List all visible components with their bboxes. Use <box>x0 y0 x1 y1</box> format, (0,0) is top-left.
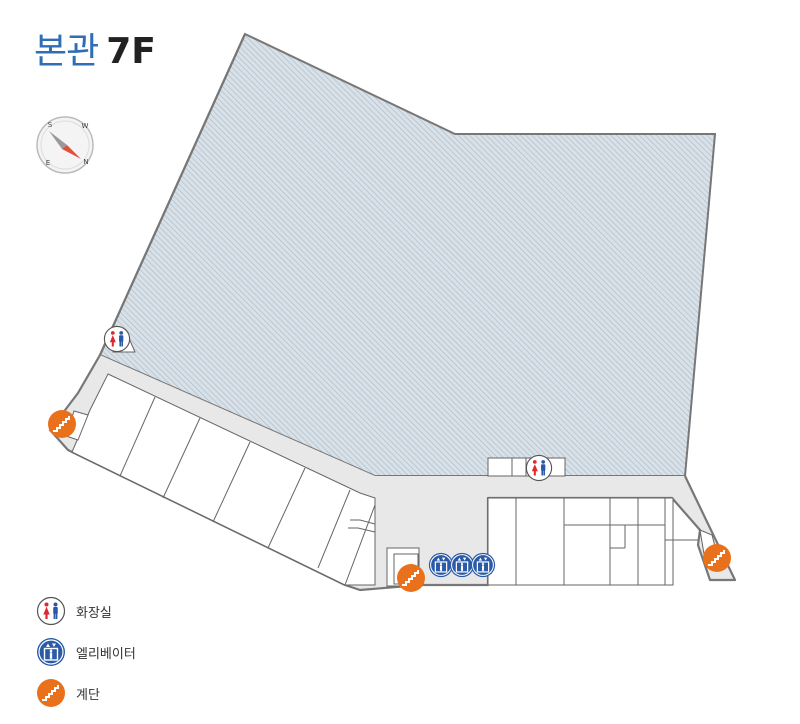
legend-item-elevator: 엘리베이터 <box>36 637 136 667</box>
elevator-marker-2[interactable] <box>449 552 475 578</box>
west-room-block <box>71 373 376 586</box>
restroom-icon <box>36 596 66 626</box>
stairs-marker-west[interactable] <box>47 409 77 439</box>
floor-number: 7F <box>106 31 156 72</box>
stairs-marker-center[interactable] <box>396 563 426 593</box>
compass-label-s: S <box>48 121 53 129</box>
elevator-marker-1[interactable] <box>428 552 454 578</box>
legend-label-stairs: 계단 <box>76 687 100 703</box>
east-room-block <box>487 497 698 586</box>
compass-label-e: E <box>46 159 50 167</box>
restroom-marker-center[interactable] <box>525 454 553 482</box>
legend-item-stairs: 계단 <box>36 678 136 708</box>
compass-label-w: W <box>82 122 89 130</box>
stairs-marker-east[interactable] <box>702 543 732 573</box>
restroom-marker-west[interactable] <box>103 325 131 353</box>
corridor <box>50 355 735 590</box>
legend-label-restroom: 화장실 <box>76 605 112 621</box>
compass-label-n: N <box>83 158 88 166</box>
elevator-icon <box>36 637 66 667</box>
compass-icon: S W N E <box>36 116 94 174</box>
stairs-icon <box>36 678 66 708</box>
building-name: 본관 <box>34 31 99 72</box>
legend-item-restroom: 화장실 <box>36 596 136 626</box>
elevator-marker-3[interactable] <box>470 552 496 578</box>
map-legend: 화장실 엘리베이터 계단 <box>36 596 136 719</box>
legend-label-elevator: 엘리베이터 <box>76 646 136 662</box>
